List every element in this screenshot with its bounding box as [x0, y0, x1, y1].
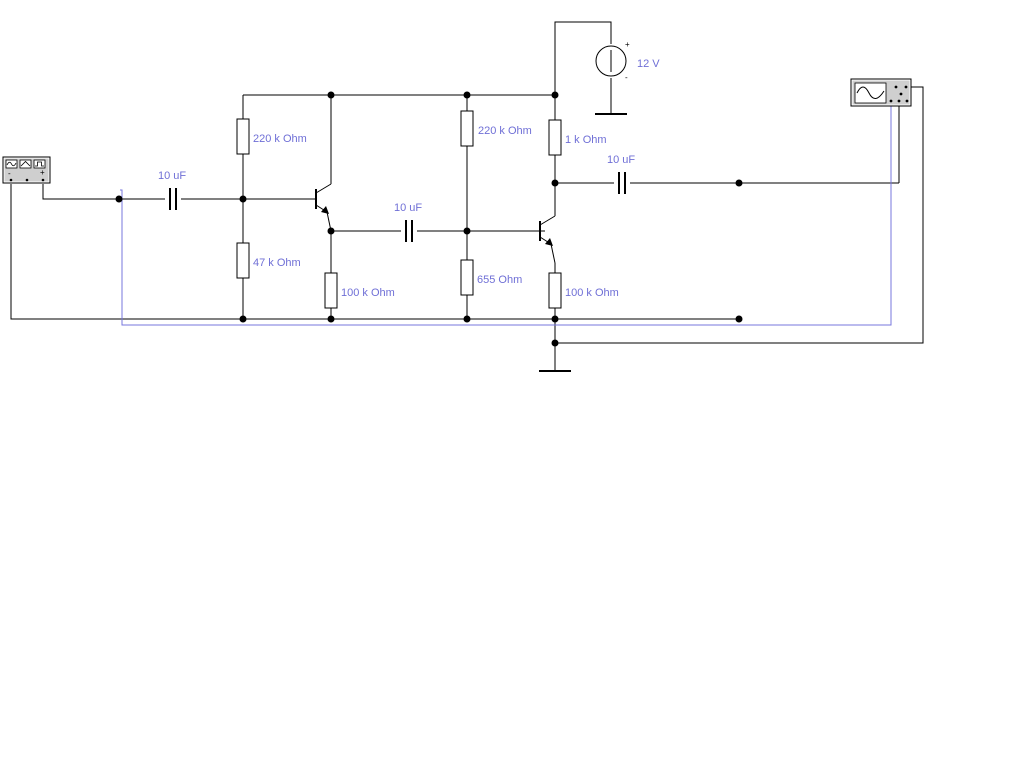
function-generator[interactable]: - +: [2, 156, 51, 184]
resistor-r4[interactable]: [460, 110, 474, 147]
capacitor-c1[interactable]: [165, 188, 181, 210]
q2-collector: [539, 215, 556, 226]
junction-node: [735, 315, 743, 323]
scope-ground-wire[interactable]: [555, 86, 924, 344]
label-r6: 1 k Ohm: [565, 134, 607, 146]
q1-emitter-arrow: [321, 206, 329, 214]
junction-node: [327, 227, 335, 235]
resistor-r2[interactable]: [236, 242, 250, 279]
junction-node: [239, 195, 247, 203]
junction-node: [239, 315, 247, 323]
label-c2: 10 uF: [394, 202, 422, 214]
supply-feed-wire[interactable]: [554, 21, 612, 95]
oscilloscope-icon: [854, 82, 887, 104]
junction-nodes: [115, 91, 743, 347]
supply-minus-sign: -: [625, 73, 628, 82]
junction-node: [551, 339, 559, 347]
junction-node: [735, 179, 743, 187]
label-r4: 220 k Ohm: [478, 125, 532, 137]
resistor-r3[interactable]: [324, 272, 338, 309]
generator-minus-terminal: -: [8, 169, 11, 178]
junction-node: [463, 227, 471, 235]
junction-node: [463, 315, 471, 323]
junction-node: [551, 315, 559, 323]
label-r5: 655 Ohm: [477, 274, 522, 286]
function-generator-icon: [5, 159, 46, 169]
capacitor-c3[interactable]: [614, 172, 630, 194]
ground-bus-wire[interactable]: [10, 184, 739, 320]
junction-node: [327, 91, 335, 99]
resistor-r6[interactable]: [548, 119, 562, 156]
generator-plus-terminal: +: [40, 168, 45, 177]
junction-node: [551, 179, 559, 187]
junction-node: [463, 91, 471, 99]
junction-node: [327, 315, 335, 323]
resistor-r5[interactable]: [460, 259, 474, 296]
label-c1: 10 uF: [158, 170, 186, 182]
label-c3: 10 uF: [607, 154, 635, 166]
scope-probe-wire[interactable]: [120, 104, 892, 326]
component-labels: 220 k Ohm 47 k Ohm 100 k Ohm 220 k Ohm 6…: [158, 58, 660, 299]
q1-collector: [315, 183, 332, 194]
label-supply: 12 V: [637, 58, 660, 70]
dc-supply[interactable]: [595, 45, 627, 77]
q2-emitter-arrow: [545, 238, 553, 246]
q2-emitter-wire[interactable]: [550, 243, 556, 264]
junction-node: [115, 195, 123, 203]
resistor-r1[interactable]: [236, 118, 250, 155]
junction-node: [551, 91, 559, 99]
supply-plus-sign: +: [625, 40, 630, 49]
label-r3: 100 k Ohm: [341, 287, 395, 299]
capacitor-c2[interactable]: [401, 220, 417, 242]
label-r7: 100 k Ohm: [565, 287, 619, 299]
label-r2: 47 k Ohm: [253, 257, 301, 269]
resistor-r7[interactable]: [548, 272, 562, 309]
oscilloscope[interactable]: [850, 78, 912, 107]
label-r1: 220 k Ohm: [253, 133, 307, 145]
generator-output-wire[interactable]: [42, 184, 243, 200]
